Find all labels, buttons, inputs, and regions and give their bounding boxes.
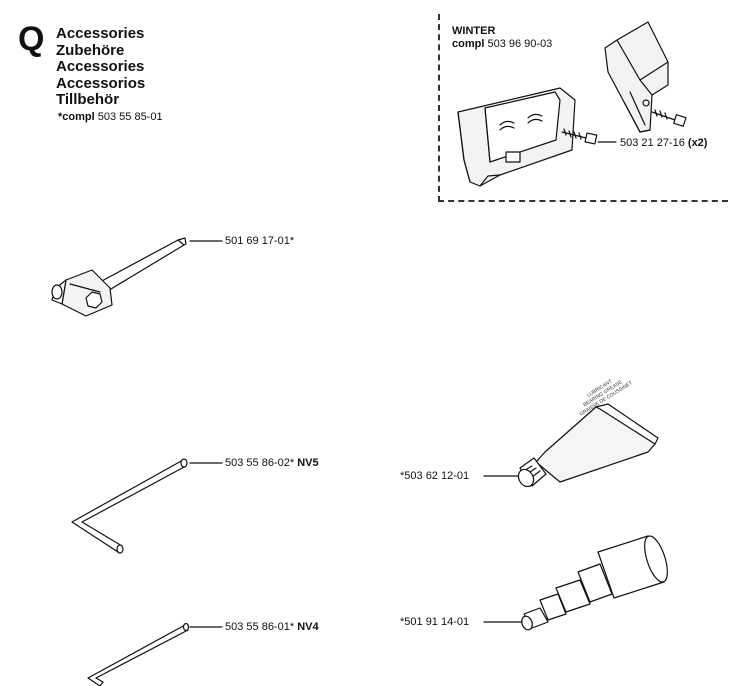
winter-title: WINTER — [452, 25, 496, 37]
winter-intake-shroud — [604, 21, 669, 133]
title-sv: Tillbehör — [56, 91, 120, 108]
spark-plug-wrench-number: 501 69 17-01* — [225, 235, 295, 247]
winter-screw-2 — [651, 109, 687, 127]
spark-plug-wrench — [51, 237, 223, 317]
winter-compl-label: compl — [452, 38, 485, 50]
kit-number: *compl 503 55 85-01 — [58, 111, 163, 124]
hex-key-5-label: 503 55 86-02* NV5 — [225, 457, 319, 470]
hex-key-4-label: 503 55 86-01* NV4 — [225, 621, 319, 634]
winter-compl: compl 503 96 90-03 — [452, 38, 552, 51]
hex-key-5-number: 503 55 86-02* — [225, 457, 295, 469]
winter-screw-qty: (x2) — [687, 137, 708, 149]
spark-plug-wrench-label: 501 69 17-01* — [225, 235, 294, 248]
winter-screw-label: 503 21 27-16 (x2) — [620, 137, 707, 150]
hex-key-4-number: 503 55 86-01* — [225, 621, 295, 633]
grease-tube-number: *503 62 12-01 — [400, 470, 470, 482]
hex-key-4-size: NV4 — [297, 621, 319, 633]
winter-cover-plate — [457, 87, 576, 187]
winter-kit-box — [438, 14, 728, 202]
title-list: Accessories Zubehöre Accessories Accesso… — [56, 25, 146, 109]
grease-gun-label: *501 91 14-01 — [400, 616, 469, 629]
hex-key-4 — [87, 622, 223, 686]
title-es: Accessorios — [56, 74, 146, 92]
grease-gun-number: *501 91 14-01 — [400, 616, 470, 628]
hex-key-5 — [71, 458, 223, 554]
title-de: Zubehöre — [56, 41, 125, 59]
winter-compl-number: 503 96 90-03 — [487, 38, 553, 50]
kit-prefix: *compl — [58, 111, 95, 123]
section-letter: Q — [18, 20, 45, 58]
grease-gun — [483, 535, 668, 631]
title-en: Accessories — [56, 25, 145, 42]
title-fr: Accessories — [56, 58, 145, 75]
grease-tube-label: *503 62 12-01 — [400, 470, 469, 483]
hex-key-5-size: NV5 — [297, 457, 319, 469]
grease-tube — [483, 403, 659, 488]
winter-screw-number: 503 21 27-16 — [620, 137, 685, 149]
kit-number-value: 503 55 85-01 — [97, 111, 163, 123]
winter-screw-1 — [561, 128, 617, 145]
